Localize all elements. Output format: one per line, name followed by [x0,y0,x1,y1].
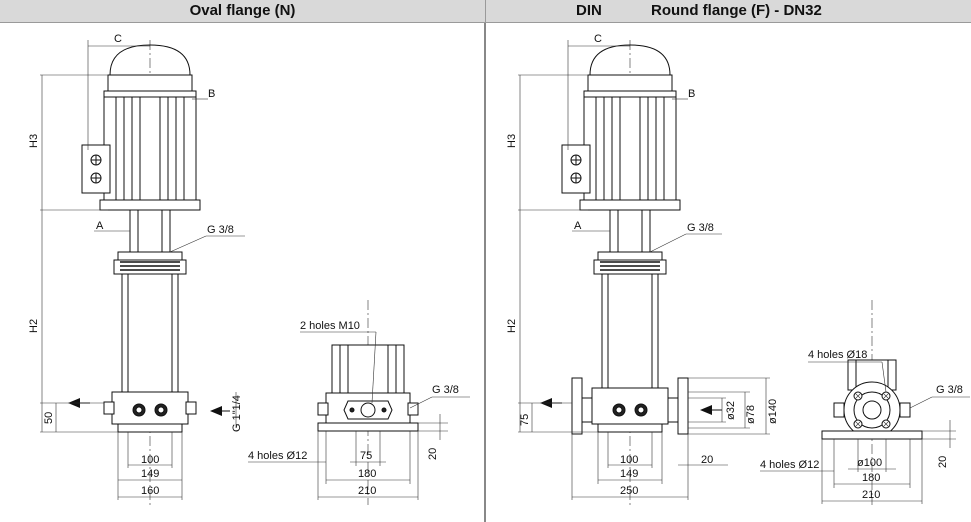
right-dim-20a: 20 [701,454,713,466]
right-side-d100: ø100 [857,457,882,469]
right-dim-A: A [574,220,582,232]
right-side-20: 20 [937,456,949,468]
left-holes-d12: 4 holes Ø12 [248,450,307,462]
right-pump [540,40,722,505]
right-dim-B: B [688,88,695,100]
right-side-view [821,300,923,505]
right-d140: ø140 [767,399,779,424]
right-dimensions: C B H3 A G 3/8 H2 75 ø32 ø78 [506,33,779,500]
left-g38: G 3/8 [207,224,234,236]
left-holes-m10: 2 holes M10 [300,320,360,332]
left-dimensions: C B H3 A G 3/8 H2 50 G 1"1/4 100 1 [28,33,245,500]
right-title: Round flange (F) - DN32 [651,2,822,19]
right-side-g38: G 3/8 [936,384,963,396]
header-left: Oval flange (N) [0,0,486,23]
right-d32: ø32 [725,401,737,420]
right-dim-C: C [594,33,602,45]
left-dim-H3: H3 [28,134,40,148]
left-dim-160: 160 [141,485,159,497]
left-g114: G 1"1/4 [231,395,243,432]
left-dim-50: 50 [43,412,55,424]
left-side-g38: G 3/8 [432,384,459,396]
left-side-210: 210 [358,485,376,497]
right-dim-149: 149 [620,468,638,480]
right-d78: ø78 [745,405,757,424]
left-dim-C: C [114,33,122,45]
left-side-20: 20 [427,448,439,460]
right-din-label: DIN [576,2,602,19]
left-side-view [317,300,419,505]
left-side-180: 180 [358,468,376,480]
right-holes-d12: 4 holes Ø12 [760,459,819,471]
left-pump [68,40,230,505]
left-title: Oval flange (N) [189,2,296,19]
right-dim-75: 75 [519,414,531,426]
right-dim-250: 250 [620,485,638,497]
right-side-210: 210 [862,489,880,501]
left-side-dimensions: 2 holes M10 G 3/8 4 holes Ø12 75 180 210… [248,320,470,500]
left-dim-H2: H2 [28,319,40,333]
left-dim-100: 100 [141,454,159,466]
right-holes-d18: 4 holes Ø18 [808,349,867,361]
left-dim-B: B [208,88,215,100]
right-dim-H3: H3 [506,134,518,148]
left-side-75: 75 [360,450,372,462]
right-side-180: 180 [862,472,880,484]
right-dim-100: 100 [620,454,638,466]
right-side-dimensions: 4 holes Ø18 G 3/8 4 holes Ø12 ø100 180 2… [760,349,970,504]
right-g38: G 3/8 [687,222,714,234]
header-right: DIN Round flange (F) - DN32 [486,0,971,23]
left-dim-149: 149 [141,468,159,480]
left-dim-A: A [96,220,104,232]
right-dim-H2: H2 [506,319,518,333]
